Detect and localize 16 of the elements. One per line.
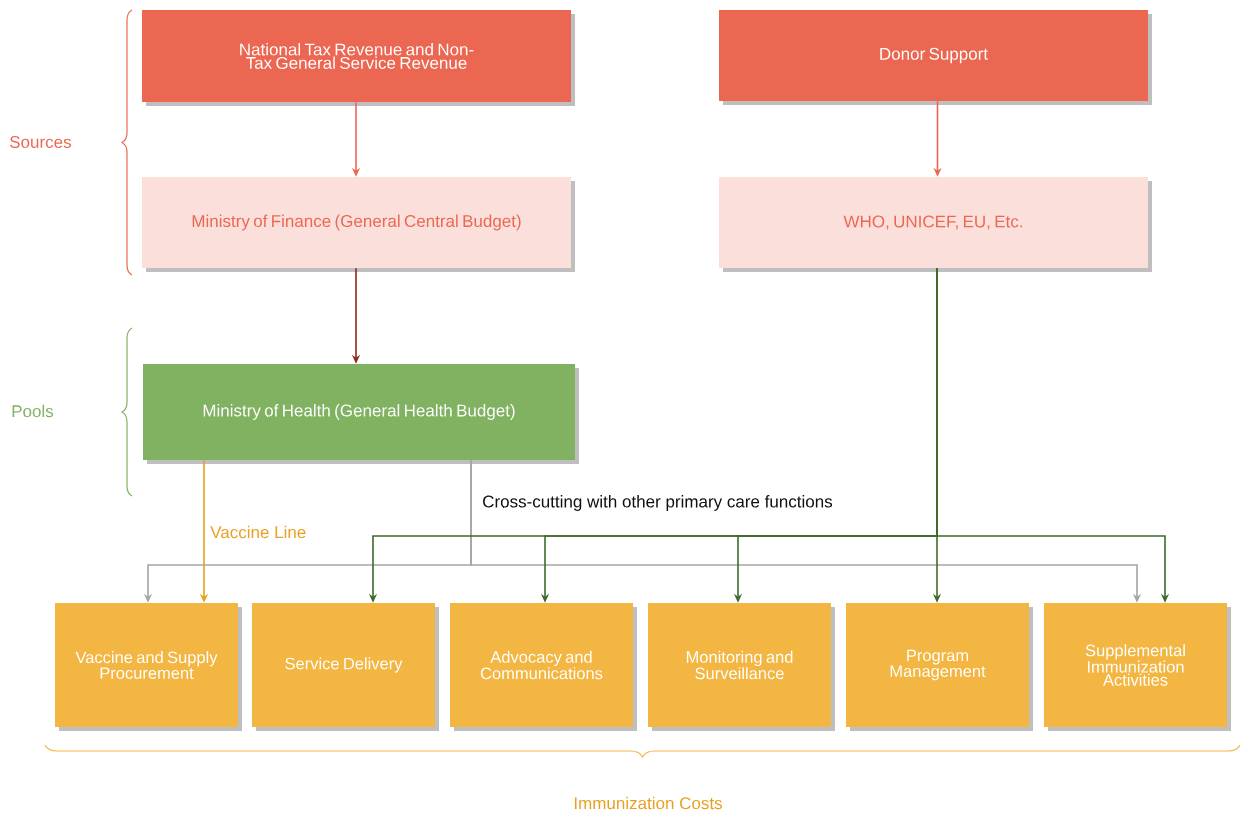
- cost-box: Service Delivery: [252, 603, 439, 731]
- source-box: Donor Support: [719, 10, 1152, 105]
- cost-box: Vaccine and Supply Procurement: [55, 603, 242, 731]
- edge-label: Vaccine Line: [210, 525, 306, 539]
- agent-box: Ministry of Finance (General Central Budget): [142, 177, 575, 272]
- cost-box: Advocacy and Communications: [450, 603, 637, 731]
- side-label: Sources: [10, 136, 71, 148]
- note-text: Cross-cutting with other primary care functions: [483, 495, 833, 511]
- side-label: Pools: [12, 404, 54, 418]
- cost-box: Supplemental Immunization Activities: [1044, 603, 1231, 731]
- source-box: National Tax Revenue and Non-Tax General Service Revenue: [142, 10, 575, 106]
- cost-box: Program Management: [846, 603, 1033, 731]
- bottom-label: Immunization Costs: [574, 796, 722, 810]
- pool-box: Ministry of Health (General Health Budget): [143, 364, 579, 464]
- cost-box: Monitoring and Surveillance: [648, 603, 835, 731]
- agent-box: WHO, UNICEF, EU, Etc.: [719, 177, 1152, 272]
